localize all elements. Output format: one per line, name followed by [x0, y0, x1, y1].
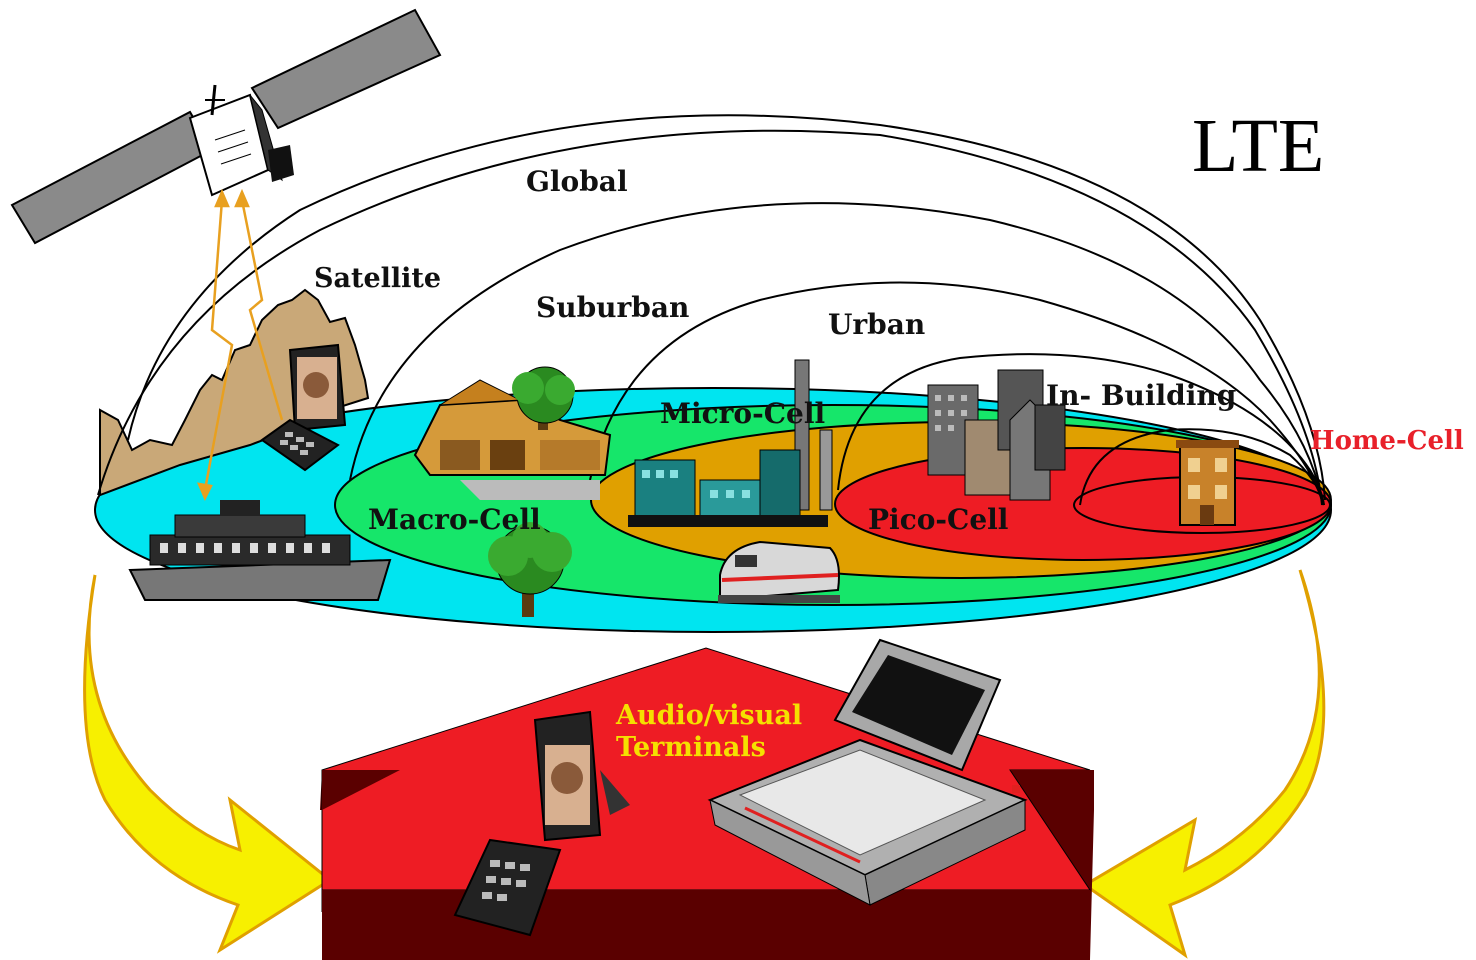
- home-cell-label: Home-Cell: [1310, 426, 1464, 456]
- home-arc: [1079, 428, 1325, 506]
- house-icon: [413, 379, 612, 500]
- urban-arc: [589, 281, 1324, 506]
- terminals-label-line1: Audio/visual: [616, 700, 803, 731]
- tree-icon-2: [488, 522, 572, 617]
- uplink-icon: [240, 199, 284, 421]
- satellite-label: Satellite: [314, 263, 442, 294]
- yellow-arrow-right-icon: [1082, 569, 1326, 959]
- train-icon: [718, 540, 840, 603]
- coverage-arcs: [97, 114, 1326, 506]
- urban-label: Urban: [828, 308, 926, 341]
- micro-cell-label: Micro-Cell: [660, 397, 826, 430]
- tree-icon: [512, 366, 575, 430]
- suburban-arc: [349, 202, 1323, 501]
- radio-links: [196, 188, 284, 501]
- macro-cell-label: Macro-Cell: [368, 503, 541, 536]
- pico-cell-label: Pico-Cell: [868, 503, 1009, 536]
- global-arc-2: [97, 129, 1323, 506]
- satellite-icon: [10, 8, 442, 245]
- global-label: Global: [526, 165, 628, 198]
- flip-phone-icon-2: [453, 710, 630, 937]
- global-arc: [127, 114, 1326, 501]
- flip-phone-icon: [260, 343, 347, 472]
- suburban-label: Suburban: [536, 291, 690, 324]
- in-building-label: In- Building: [1046, 379, 1237, 412]
- factory-icon: [628, 359, 833, 527]
- yellow-arrow-left-icon: [83, 574, 333, 954]
- downlink-icon: [203, 199, 234, 491]
- terminals-label-line2: Terminals: [616, 732, 766, 763]
- office-buildings-icon: [927, 369, 1066, 501]
- ship-icon: [128, 500, 392, 601]
- laptop-icon: [707, 638, 1028, 906]
- in-building-arc: [837, 353, 1325, 506]
- page-title: LTE: [1192, 104, 1325, 188]
- home-icon: [1176, 440, 1239, 526]
